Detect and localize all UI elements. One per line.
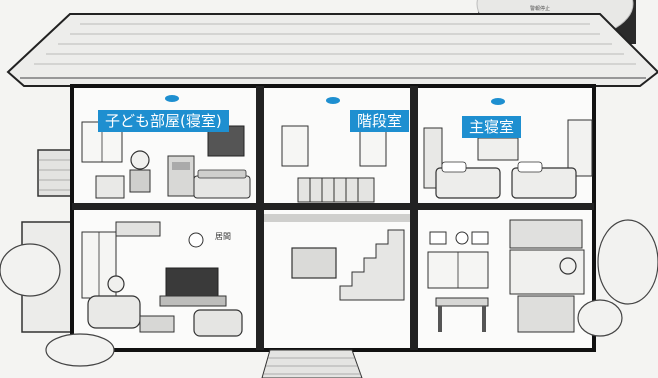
kids-room-detector-dot bbox=[165, 95, 179, 102]
living-room-scene bbox=[81, 221, 243, 337]
master-bedroom-detector-dot bbox=[491, 98, 505, 105]
hall-stairs-scene bbox=[264, 214, 410, 301]
kitchen-scene bbox=[427, 219, 585, 333]
roof bbox=[6, 13, 658, 87]
living-room-sign: 居間 bbox=[215, 232, 231, 241]
shrubbery bbox=[0, 219, 658, 367]
master-bedroom-label: 主寝室 bbox=[462, 116, 522, 138]
stairwell-scene bbox=[281, 125, 387, 203]
front-walkway bbox=[261, 349, 363, 378]
alarm-stop-button-label: 警報停止 bbox=[530, 6, 551, 12]
kids-room-label: 子ども部屋(寝室) bbox=[98, 110, 229, 132]
stairwell-detector-dot bbox=[326, 97, 340, 104]
stairwell-label: 階段室 bbox=[350, 110, 410, 132]
master-bedroom-scene bbox=[423, 119, 593, 199]
